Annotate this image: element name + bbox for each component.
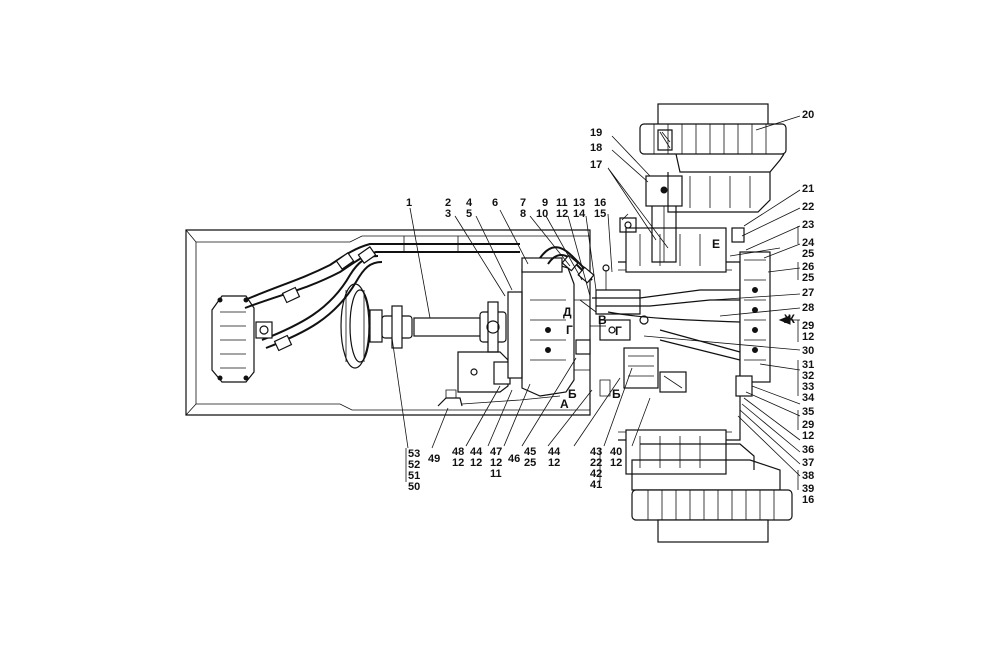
- connector-49: [437, 389, 561, 407]
- label-42: 42: [590, 468, 602, 480]
- control-hoses: [579, 289, 741, 361]
- tire-bottom: [631, 443, 793, 543]
- label-12c: 12: [802, 430, 814, 442]
- label-17: 17: [590, 159, 602, 171]
- view-mark-A: А: [560, 397, 569, 411]
- label-6: 6: [492, 197, 498, 209]
- label-12b: 12: [802, 331, 814, 343]
- label-44b: 44: [548, 446, 561, 458]
- label-15: 15: [594, 208, 606, 220]
- drive-axle: [618, 175, 741, 475]
- label-11b: 11: [490, 468, 502, 480]
- label-49: 49: [428, 453, 440, 465]
- label-51: 51: [408, 470, 420, 482]
- flywheel: [340, 283, 383, 369]
- label-33: 33: [802, 381, 814, 393]
- view-marks: Д Г В Г Б А Б Е Ж: [560, 237, 795, 411]
- label-5: 5: [466, 208, 472, 220]
- view-mark-G2: Г: [615, 324, 622, 338]
- label-46: 46: [508, 453, 520, 465]
- label-22: 22: [802, 201, 814, 213]
- view-mark-B: Б: [568, 387, 577, 401]
- label-11: 11: [556, 197, 568, 209]
- label-2: 2: [445, 197, 451, 209]
- valve-block: [595, 264, 687, 397]
- label-14: 14: [573, 208, 586, 220]
- gearbox: [507, 246, 595, 397]
- label-23: 23: [802, 219, 814, 231]
- label-36: 36: [802, 444, 814, 456]
- label-41: 41: [590, 479, 602, 491]
- label-13: 13: [573, 197, 585, 209]
- cardan-shaft: [381, 301, 507, 353]
- label-38: 38: [802, 470, 814, 482]
- label-29: 29: [802, 320, 814, 332]
- label-43: 43: [590, 446, 602, 458]
- tire-top: [639, 103, 787, 213]
- view-mark-B2: Б: [612, 387, 621, 401]
- view-mark-ZH: Ж: [783, 312, 795, 326]
- label-25: 25: [802, 248, 814, 260]
- label-53: 53: [408, 448, 420, 460]
- label-25c: 25: [524, 457, 536, 469]
- label-10: 10: [536, 208, 548, 220]
- leader-lines: [391, 115, 801, 490]
- label-28: 28: [802, 302, 814, 314]
- label-18: 18: [590, 142, 602, 154]
- label-39: 39: [802, 483, 814, 495]
- label-29b: 29: [802, 419, 814, 431]
- hydraulic-hoses: [244, 236, 520, 352]
- chassis-frame: [185, 229, 591, 416]
- view-mark-V: В: [598, 313, 607, 327]
- label-20: 20: [802, 109, 814, 121]
- part-labels: 1 2 3 4 5 6 7 8 9 10 11 12 13 14 16 15 1…: [406, 109, 815, 506]
- label-44: 44: [470, 446, 483, 458]
- label-25b: 25: [802, 272, 814, 284]
- label-26: 26: [802, 261, 814, 273]
- label-12h: 12: [610, 457, 622, 469]
- label-12f: 12: [490, 457, 502, 469]
- label-12e: 12: [470, 457, 482, 469]
- right-hub-assembly: [729, 227, 781, 397]
- label-22b: 22: [590, 457, 602, 469]
- label-30: 30: [802, 345, 814, 357]
- label-16b: 16: [802, 494, 814, 506]
- view-mark-D: Д: [563, 305, 572, 319]
- label-12g: 12: [548, 457, 560, 469]
- label-50: 50: [408, 481, 420, 493]
- view-mark-E: Е: [712, 237, 720, 251]
- label-16: 16: [594, 197, 606, 209]
- label-19: 19: [590, 127, 602, 139]
- view-mark-G: Г: [566, 323, 573, 337]
- label-7: 7: [520, 197, 526, 209]
- label-24: 24: [802, 237, 815, 249]
- label-52: 52: [408, 459, 420, 471]
- label-12: 12: [556, 208, 568, 220]
- label-4: 4: [466, 197, 473, 209]
- label-34: 34: [802, 392, 815, 404]
- label-9: 9: [542, 197, 548, 209]
- label-21: 21: [802, 183, 814, 195]
- label-1: 1: [406, 197, 412, 209]
- pump-unit: [457, 351, 511, 393]
- label-31: 31: [802, 359, 814, 371]
- label-47: 47: [490, 446, 502, 458]
- label-40: 40: [610, 446, 622, 458]
- label-45: 45: [524, 446, 536, 458]
- label-8: 8: [520, 208, 526, 220]
- label-35: 35: [802, 406, 814, 418]
- label-32: 32: [802, 370, 814, 382]
- label-12d: 12: [452, 457, 464, 469]
- label-48: 48: [452, 446, 464, 458]
- label-27: 27: [802, 287, 814, 299]
- engine-manifold: [211, 295, 273, 383]
- label-37: 37: [802, 457, 814, 469]
- label-3: 3: [445, 208, 451, 220]
